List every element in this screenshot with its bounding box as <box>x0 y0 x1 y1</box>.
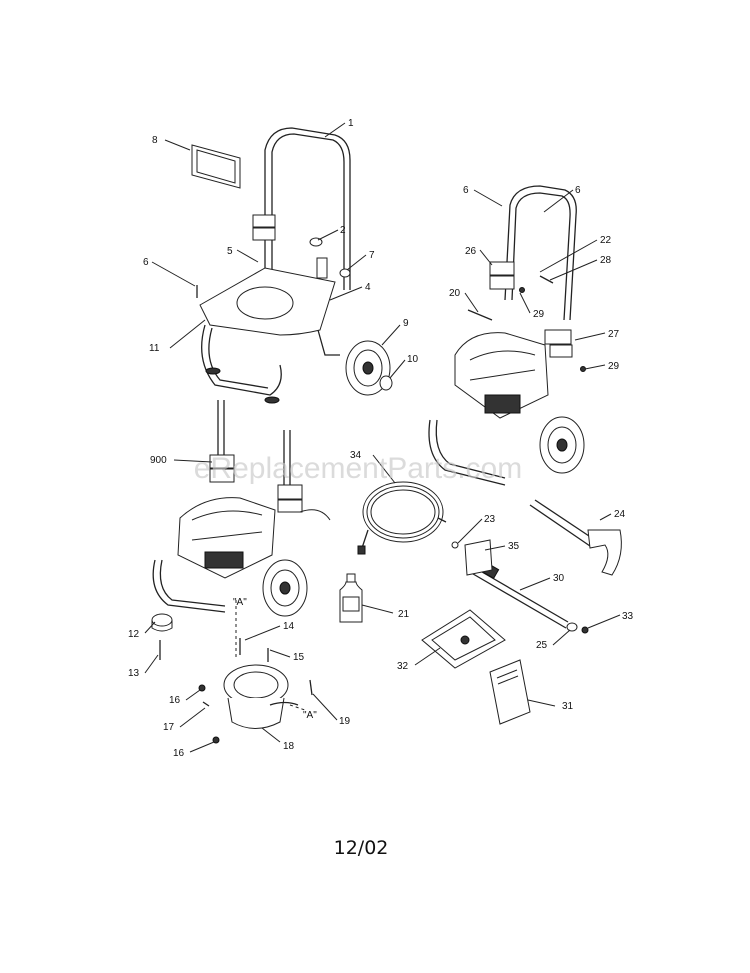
callout-7: 7 <box>369 250 375 261</box>
callout-14: 14 <box>283 621 295 632</box>
callout-16: 16 <box>169 695 181 706</box>
callout-6: 6 <box>143 257 149 268</box>
callout-900: 900 <box>150 455 167 466</box>
assembled-unit-left <box>151 400 331 744</box>
callout-13: 13 <box>128 668 140 679</box>
callout-9: 9 <box>403 318 409 329</box>
callout-22: 22 <box>600 235 612 246</box>
callout-a-upper: "A" <box>233 597 247 608</box>
callout-a-lower: "A" <box>303 710 317 721</box>
callout-11: 11 <box>149 343 160 354</box>
watermark: eReplacementParts.com <box>194 452 522 485</box>
callout-5: 5 <box>227 246 233 257</box>
callout-4: 4 <box>365 282 371 293</box>
callout-15: 15 <box>293 652 305 663</box>
callout-33: 33 <box>622 611 634 622</box>
callout-23: 23 <box>484 514 496 525</box>
callout-18: 18 <box>283 741 295 752</box>
callout-27: 27 <box>608 329 620 340</box>
callout-32: 32 <box>397 661 409 672</box>
callout-6-right-b: 6 <box>575 185 581 196</box>
callout-28: 28 <box>600 255 612 266</box>
callout-10: 10 <box>407 354 419 365</box>
callout-8: 8 <box>152 135 158 146</box>
callout-20: 20 <box>449 288 461 299</box>
assembled-unit-right <box>428 185 586 486</box>
callout-19: 19 <box>339 716 351 727</box>
callout-2: 2 <box>340 225 346 236</box>
frame-assembly <box>191 127 393 404</box>
callout-35: 35 <box>508 541 520 552</box>
callout-29-b: 29 <box>608 361 620 372</box>
callout-1: 1 <box>348 118 354 129</box>
callout-31: 31 <box>562 701 574 712</box>
callout-34: 34 <box>350 450 362 461</box>
callout-17: 17 <box>163 722 175 733</box>
callout-26: 26 <box>465 246 477 257</box>
callout-29: 29 <box>533 309 545 320</box>
callout-labels: 1 8 2 5 6 7 4 9 10 11 6 6 26 22 28 20 29… <box>128 118 634 759</box>
callout-12: 12 <box>128 629 140 640</box>
date-code: 12/02 <box>334 837 389 859</box>
callout-16-b: 16 <box>173 748 185 759</box>
callout-30: 30 <box>553 573 565 584</box>
callout-21: 21 <box>398 609 410 620</box>
callout-24: 24 <box>614 509 626 520</box>
callout-6-right: 6 <box>463 185 469 196</box>
accessories <box>339 481 622 725</box>
leader-lines <box>144 122 621 753</box>
callout-25: 25 <box>536 640 548 651</box>
